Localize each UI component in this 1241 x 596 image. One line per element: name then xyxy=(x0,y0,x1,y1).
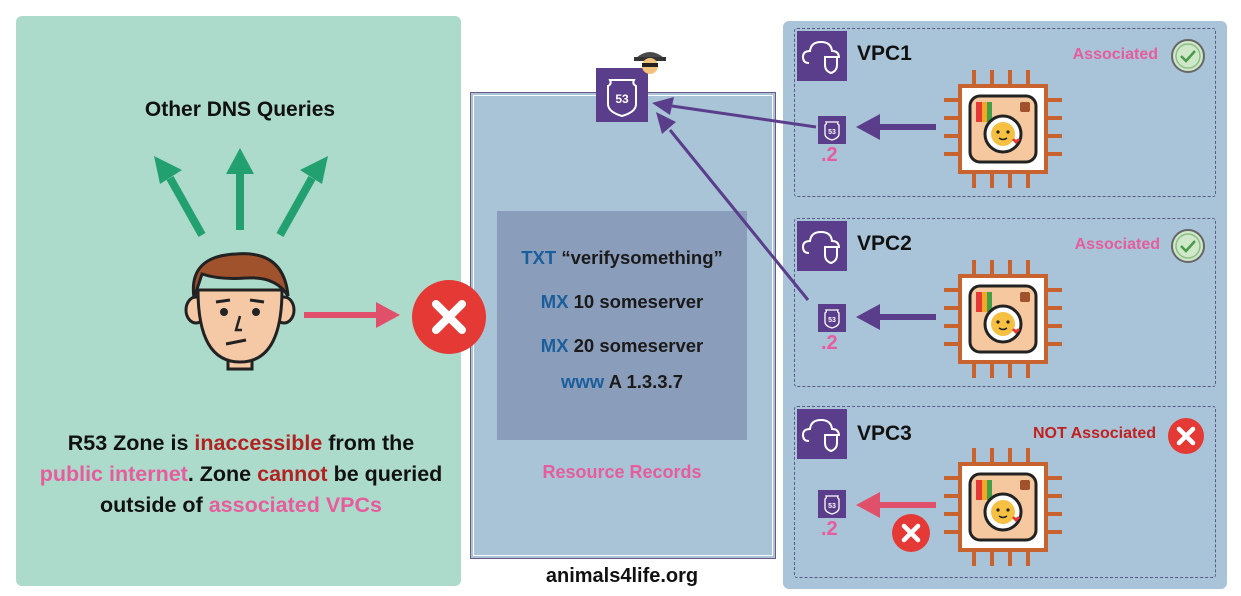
vpc3-query-arrow-icon xyxy=(856,492,936,518)
svg-text:53: 53 xyxy=(828,317,836,324)
vpc3-resolver-icon: 53 xyxy=(818,490,846,518)
user-face-icon xyxy=(184,252,296,371)
vpc1-ec2-instance-icon xyxy=(944,70,1062,188)
vpc1-icon xyxy=(797,31,847,81)
vpc3-name: VPC3 xyxy=(857,422,912,445)
svg-text:53: 53 xyxy=(615,92,629,106)
vpc2-resolver-ip: .2 xyxy=(821,332,838,354)
vpc2-status: Associated xyxy=(1074,236,1160,253)
vpc2-name: VPC2 xyxy=(857,232,912,255)
vpc3-ec2-instance-icon xyxy=(944,448,1062,566)
vpc3-query-denied-icon xyxy=(892,514,930,552)
vpc1-resolver-icon: 53 xyxy=(818,116,846,144)
hosted-zone-domain: animals4life.org xyxy=(545,565,699,587)
vpc1-status: Associated xyxy=(1072,46,1158,63)
vpc3-resolver-ip: .2 xyxy=(821,518,838,540)
access-denied-icon xyxy=(412,280,486,354)
outbound-queries-arrows-icon xyxy=(154,148,328,237)
zone-inaccessible-statement: R53 Zone is inaccessible from the public… xyxy=(39,431,443,517)
vpc1-resolver-ip: .2 xyxy=(821,144,838,166)
vpc3-box xyxy=(794,406,1216,578)
vpc2-icon xyxy=(797,221,847,271)
resource-records-box xyxy=(497,211,747,440)
other-dns-queries-heading: Other DNS Queries xyxy=(144,98,336,121)
blocked-query-arrow-icon xyxy=(304,302,400,328)
vpc1-query-arrow-icon xyxy=(856,114,936,140)
vpc2-ec2-instance-icon xyxy=(944,260,1062,378)
svg-text:53: 53 xyxy=(828,129,836,136)
record-mx-20: MX 20 someserver xyxy=(540,335,704,356)
route53-icon: 53 xyxy=(596,68,648,122)
record-www: www A 1.3.3.7 xyxy=(560,371,684,392)
svg-text:53: 53 xyxy=(828,503,836,510)
record-mx-10: MX 10 someserver xyxy=(540,291,704,312)
vpc2-query-arrow-icon xyxy=(856,304,936,330)
vpc1-name: VPC1 xyxy=(857,42,912,65)
vpc1-box xyxy=(794,28,1216,197)
record-txt: TXT “verifysomething” xyxy=(521,247,723,268)
resolver-to-route53-arrows xyxy=(652,97,817,301)
vpc2-box xyxy=(794,218,1216,387)
vpc3-icon xyxy=(797,409,847,459)
vpc2-resolver-icon: 53 xyxy=(818,304,846,332)
resource-records-label: Resource Records xyxy=(542,462,702,482)
private-spy-icon xyxy=(634,52,666,74)
vpc2-associated-check-icon xyxy=(1171,229,1205,263)
vpc3-status: NOT Associated xyxy=(1033,425,1156,442)
vpc1-associated-check-icon xyxy=(1171,39,1205,73)
vpc3-not-associated-icon xyxy=(1168,418,1204,454)
